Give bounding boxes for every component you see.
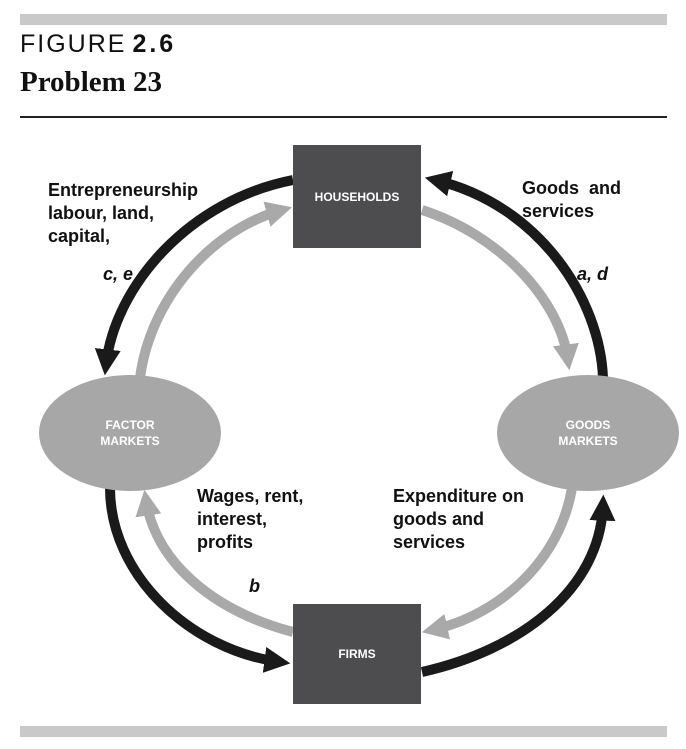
arrow-firms-to-factor: [135, 489, 295, 637]
firms-label: FIRMS: [293, 604, 421, 704]
factors-label: Entrepreneurship labour, land, capital,: [48, 179, 198, 248]
factor-markets-label: FACTOR MARKETS: [39, 375, 221, 491]
households-label: HOUSEHOLDS: [293, 145, 421, 248]
goods-markets-line-1: GOODS: [565, 418, 611, 432]
incomes-line-3: profits: [197, 532, 253, 552]
arrow-factor-to-firms: [105, 487, 291, 673]
factors-line-3: capital,: [48, 226, 111, 246]
factor-markets-line-2: MARKETS: [100, 434, 160, 448]
factors-line-2: labour, land,: [48, 203, 155, 223]
factor-markets-line-1: FACTOR: [105, 418, 155, 432]
arrow-households-to-goods: [420, 205, 579, 371]
bottom-band: [20, 726, 667, 737]
letter-b: b: [249, 576, 260, 596]
goods-markets-label: GOODS MARKETS: [497, 375, 679, 491]
figure-title: Problem 23: [20, 66, 163, 98]
incomes-line-2: interest,: [197, 509, 268, 529]
top-band: [20, 14, 667, 25]
goods-line-2: services: [522, 201, 595, 221]
goods-services-label: Goods and services: [522, 177, 621, 223]
expenditure-line-1: Expenditure on: [393, 486, 525, 506]
goods-markets-line-2: MARKETS: [558, 434, 618, 448]
goods-markets-ellipse: [497, 375, 679, 491]
firms-box: [293, 604, 421, 704]
factor-markets-ellipse: [39, 375, 221, 491]
goods-line-1: Goods and: [522, 178, 621, 198]
letter-c-e: c, e: [103, 264, 134, 284]
households-box: [293, 145, 421, 248]
arrow-households-to-factor: [94, 175, 294, 376]
expenditure-label: Expenditure on goods and services: [393, 485, 524, 554]
arrow-factor-to-households: [135, 201, 293, 379]
incomes-label: Wages, rent, interest, profits: [197, 485, 303, 554]
letter-a-d: a, d: [577, 264, 609, 284]
incomes-line-1: Wages, rent,: [197, 486, 304, 506]
arrow-firms-to-goods: [420, 494, 616, 677]
arrow-goods-to-households: [424, 170, 608, 379]
firms-text: FIRMS: [338, 647, 376, 661]
title-rule: [20, 116, 667, 118]
arrow-goods-to-firms: [421, 487, 577, 640]
expenditure-line-2: goods and: [393, 509, 484, 529]
expenditure-line-3: services: [393, 532, 466, 552]
factors-line-1: Entrepreneurship: [48, 180, 199, 200]
figure-word: FIGURE: [20, 30, 127, 58]
figure-number: 2.6: [132, 30, 177, 58]
households-text: HOUSEHOLDS: [314, 189, 400, 204]
